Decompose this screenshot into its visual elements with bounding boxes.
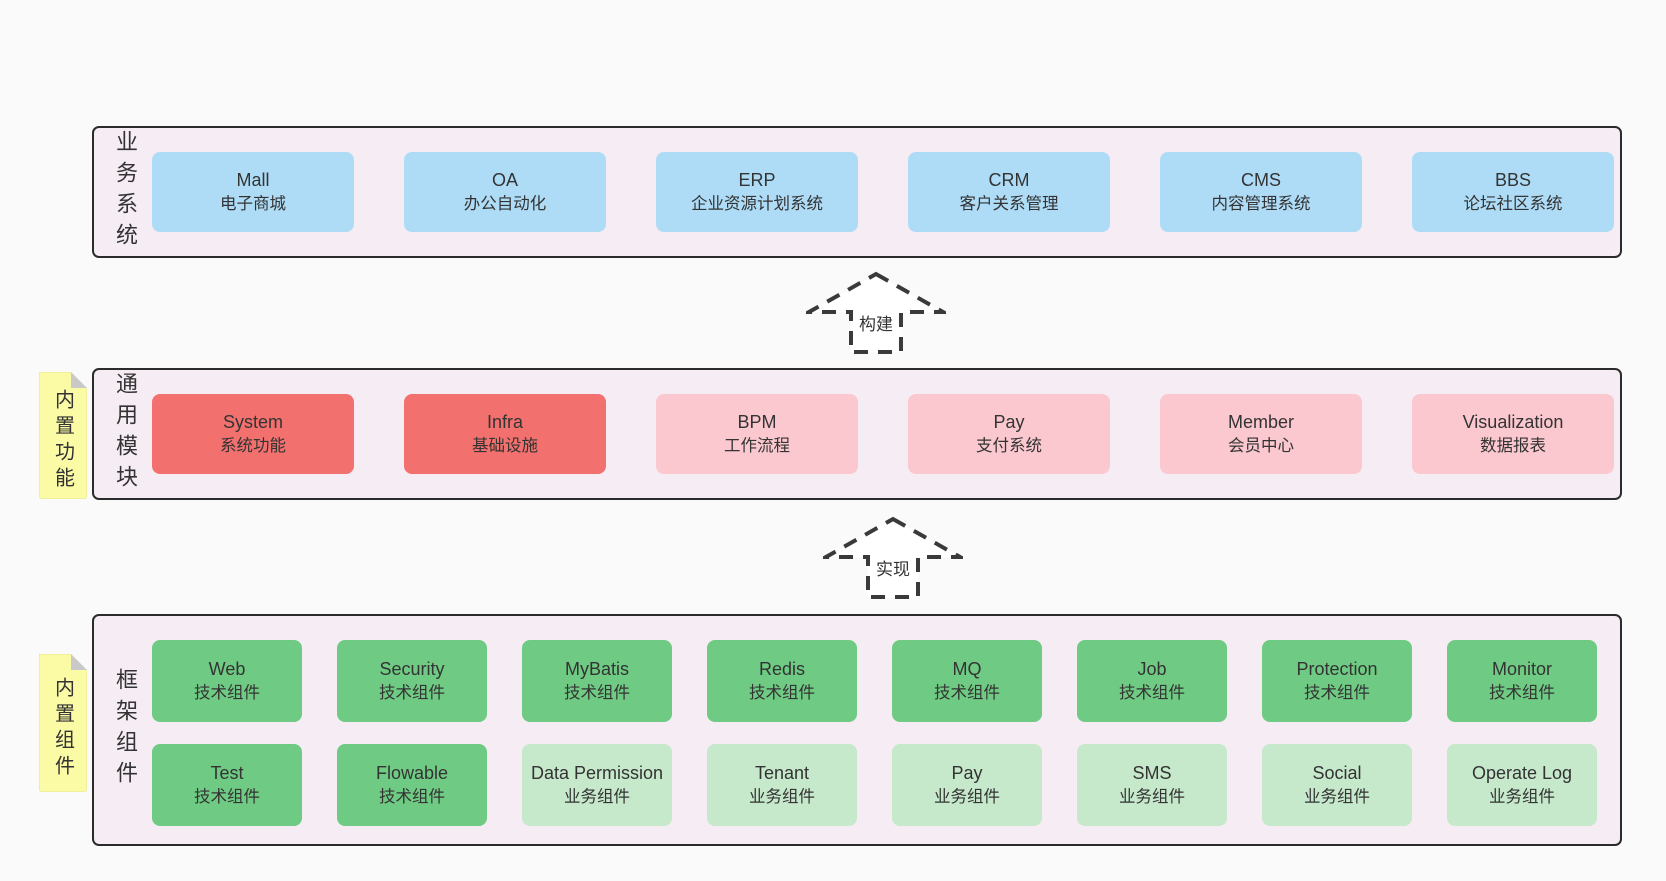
box-bbs: BBS 论坛社区系统	[1412, 152, 1614, 232]
box-visualization: Visualization 数据报表	[1412, 394, 1614, 474]
common-modules-layer: 通用模块 System 系统功能 Infra 基础设施 BPM 工作流程 Pay…	[92, 368, 1622, 500]
box-security: Security 技术组件	[337, 640, 487, 722]
box-mall: Mall 电子商城	[152, 152, 354, 232]
business-systems-layer: 业务系统 Mall 电子商城 OA 办公自动化 ERP 企业资源计划系统 CRM…	[92, 126, 1622, 258]
business-layer-label: 业务系统	[113, 130, 138, 254]
box-social: Social 业务组件	[1262, 744, 1412, 826]
framework-components-layer: 框架组件 Web 技术组件 Security 技术组件 MyBatis 技术组件…	[92, 614, 1622, 846]
box-monitor: Monitor 技术组件	[1447, 640, 1597, 722]
box-oa: OA 办公自动化	[404, 152, 606, 232]
box-mybatis: MyBatis 技术组件	[522, 640, 672, 722]
box-cms: CMS 内容管理系统	[1160, 152, 1362, 232]
box-bpm: BPM 工作流程	[656, 394, 858, 474]
business-box-row: Mall 电子商城 OA 办公自动化 ERP 企业资源计划系统 CRM 客户关系…	[152, 128, 1614, 256]
box-data-permission: Data Permission 业务组件	[522, 744, 672, 826]
box-mq: MQ 技术组件	[892, 640, 1042, 722]
framework-row-1: Web 技术组件 Security 技术组件 MyBatis 技术组件 Redi…	[152, 640, 1597, 722]
modules-layer-label: 通用模块	[113, 372, 138, 496]
framework-row-2: Test 技术组件 Flowable 技术组件 Data Permission …	[152, 744, 1597, 826]
implement-arrow-label: 实现	[870, 553, 916, 582]
framework-rows: Web 技术组件 Security 技术组件 MyBatis 技术组件 Redi…	[152, 640, 1597, 826]
sticky-builtin-features-label: 内置功能	[51, 388, 74, 493]
sticky-note-builtin-features: 内置功能	[39, 372, 87, 499]
box-system: System 系统功能	[152, 394, 354, 474]
box-job: Job 技术组件	[1077, 640, 1227, 722]
box-infra: Infra 基础设施	[404, 394, 606, 474]
sticky-note-builtin-components: 内置组件	[39, 654, 87, 792]
box-flowable: Flowable 技术组件	[337, 744, 487, 826]
build-arrow-label: 构建	[853, 308, 899, 337]
box-member: Member 会员中心	[1160, 394, 1362, 474]
box-operate-log: Operate Log 业务组件	[1447, 744, 1597, 826]
box-pay-component: Pay 业务组件	[892, 744, 1042, 826]
box-sms: SMS 业务组件	[1077, 744, 1227, 826]
box-pay-module: Pay 支付系统	[908, 394, 1110, 474]
box-protection: Protection 技术组件	[1262, 640, 1412, 722]
box-tenant: Tenant 业务组件	[707, 744, 857, 826]
box-erp: ERP 企业资源计划系统	[656, 152, 858, 232]
box-crm: CRM 客户关系管理	[908, 152, 1110, 232]
sticky-builtin-components-label: 内置组件	[51, 676, 74, 781]
modules-box-row: System 系统功能 Infra 基础设施 BPM 工作流程 Pay 支付系统…	[152, 370, 1614, 498]
framework-layer-label: 框架组件	[113, 668, 138, 792]
box-web: Web 技术组件	[152, 640, 302, 722]
box-test: Test 技术组件	[152, 744, 302, 826]
box-redis: Redis 技术组件	[707, 640, 857, 722]
